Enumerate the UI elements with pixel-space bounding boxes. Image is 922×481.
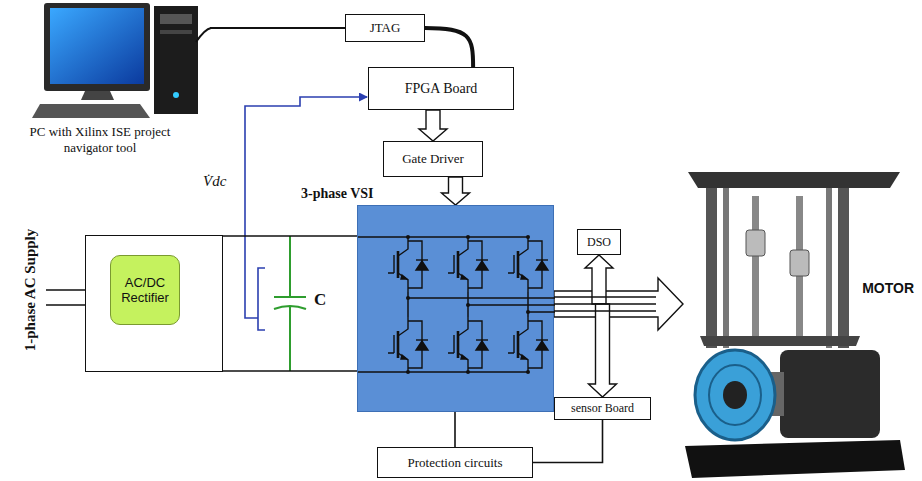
supply-wires [46,290,85,305]
capacitor-symbol [274,236,306,371]
wire-connector [454,412,456,447]
block-arrow [554,278,683,330]
wire-connector [210,27,345,29]
computer-node: PC with Xilinx ISE project navigator too… [5,2,210,162]
inverter-block: 3-phase VSI [357,205,554,412]
motor-label: MOTOR [860,280,916,296]
inverter-heading: 3-phase VSI [301,186,374,202]
wire-connector [223,370,357,372]
rectifier-box: AC/DC Rectifier [85,235,223,372]
node-label: Protection circuits [408,455,503,471]
motor-picture [685,172,905,478]
node-label: sensor Board [571,401,634,416]
voltage-sense-line [245,97,367,318]
motor-node: MOTOR [683,168,920,480]
block-arrow [589,304,617,397]
computer-picture [32,3,198,118]
dso-box: DSO [577,229,621,255]
rectifier-label: AC/DC Rectifier [110,255,180,325]
jtag-box: JTAG [345,14,425,42]
node-label: FPGA Board [405,81,478,97]
jtag-cable [425,28,473,67]
signal-label: V̇dc [203,172,226,190]
supply-label: 1-phase AC Supply [21,200,39,380]
wire-connector [223,235,357,237]
block-arrow [419,110,447,141]
capacitor-label: C [314,290,326,310]
cable [196,28,211,42]
gate-driver-box: Gate Driver [383,141,483,177]
protection-box: Protection circuits [377,447,533,478]
node-label: DSO [587,235,611,250]
wire-connector [533,420,603,463]
block-arrow [442,177,470,205]
node-label: JTAG [370,20,401,36]
computer-caption: PC with Xilinx ISE project navigator too… [5,124,195,155]
sensor-board-box: sensor Board [554,397,651,420]
igbt-bridge-symbol [358,206,555,413]
node-label: Gate Driver [402,151,464,167]
fpga-box: FPGA Board [368,67,514,110]
bracket [258,268,265,330]
